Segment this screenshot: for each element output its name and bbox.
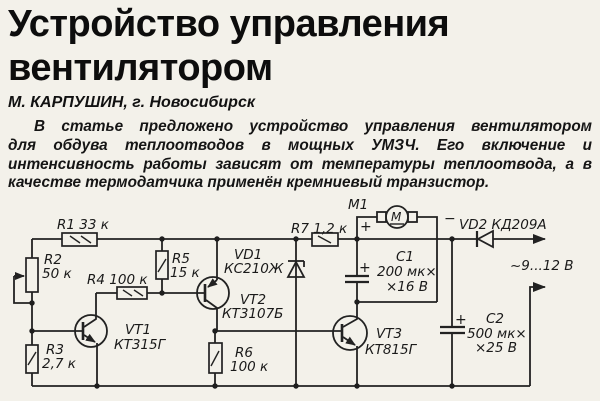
r4-label: R4 100 к: [87, 272, 148, 288]
c2-label: C2: [486, 311, 504, 327]
r5-value: 15 к: [170, 265, 200, 281]
r2-value: 50 к: [42, 266, 72, 282]
vt1-transistor: [32, 293, 108, 386]
vt2-value: КТ3107Б: [222, 306, 283, 322]
c1-value1: 200 мк×: [377, 264, 437, 280]
r5-label: R5: [172, 251, 190, 267]
circuit-schematic: R1 33 к R2 50 к R3 2,7 к R4 100 к R5 15 …: [0, 192, 600, 401]
c2-value2: ×25 В: [475, 340, 517, 356]
m1-label: М1: [348, 197, 368, 213]
r4-resistor: [116, 286, 148, 300]
vd2-label: VD2 КД209А: [459, 217, 547, 233]
vt1-label: VT1: [125, 322, 151, 338]
intro-line: интенсивность работы зависят от температ…: [8, 155, 592, 173]
vt3-transistor: [332, 302, 368, 386]
r1-label: R1 33 к: [57, 217, 110, 233]
resistor-rating-marks: [27, 235, 332, 367]
m1-motor: [356, 205, 438, 302]
vd1-label: VD1: [234, 247, 262, 263]
vt2-transistor: [162, 239, 230, 331]
r7-label: R7 1,2 к: [291, 221, 348, 237]
c2-capacitor: [440, 239, 465, 386]
r2-wiper: [13, 272, 32, 304]
article-title-line2: вентилятором: [8, 47, 273, 89]
intro-line: В статье предложено устройство управлени…: [34, 118, 592, 135]
vt1-value: КТ315Г: [114, 337, 167, 353]
vd2-diode: [475, 229, 546, 249]
junction-dots: [29, 236, 455, 389]
c1-capacitor: [345, 239, 437, 303]
c1-label: C1: [396, 249, 414, 265]
r3-label: R3: [46, 342, 64, 358]
motor-plus-sign: +: [360, 219, 372, 235]
r2-label: R2: [44, 252, 62, 268]
vt2-label: VT2: [240, 292, 266, 308]
vd1-value: КС210Ж: [224, 261, 284, 277]
circuit-schematic-svg: R1 33 к R2 50 к R3 2,7 к R4 100 к R5 15 …: [13, 197, 574, 389]
c2-plus-sign: +: [455, 312, 467, 328]
intro-line: для обдува теплоотводов в мощных УМЗЧ. Е…: [8, 136, 592, 154]
c1-plus-sign: +: [359, 260, 371, 276]
article-title: Устройство управления вентилятором: [8, 2, 568, 90]
r1-resistor: [61, 232, 98, 247]
vt3-value: КТ815Г: [365, 342, 418, 358]
c2-value1: 500 мк×: [467, 326, 527, 342]
motor-letter: М: [391, 210, 402, 224]
vt3-label: VT3: [376, 326, 402, 342]
intro-paragraph: В статье предложено устройство управлени…: [8, 118, 592, 193]
intro-line: качестве термодатчика применён кремниевы…: [8, 174, 490, 192]
r6-value: 100 к: [230, 359, 269, 375]
r3-value: 2,7 к: [42, 356, 77, 372]
article-title-line1: Устройство управления: [8, 3, 450, 45]
r2-resistor: [25, 257, 39, 293]
r6-label: R6: [235, 345, 253, 361]
voltage-label: ~9...12 В: [510, 258, 574, 274]
vd1-zener-diode: [286, 239, 306, 386]
c1-value2: ×16 В: [386, 279, 428, 295]
author-line: М. КАРПУШИН, г. Новосибирск: [8, 94, 255, 111]
motor-minus-sign: −: [444, 211, 456, 227]
output-terminal-wire: [529, 282, 546, 386]
